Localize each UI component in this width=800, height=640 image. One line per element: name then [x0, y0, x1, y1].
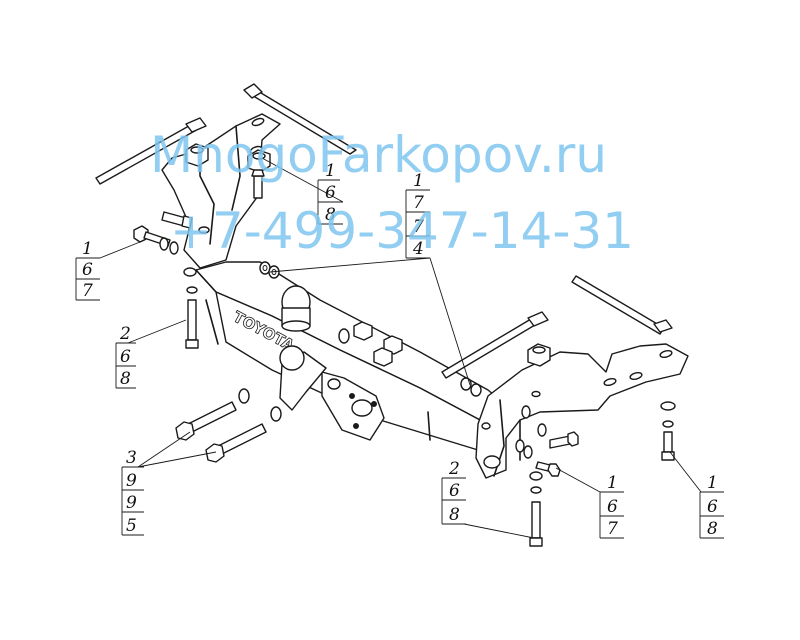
bracket-bolt: [161, 211, 193, 229]
callout-c1: 1 6 7: [75, 239, 100, 301]
bolt-m12: [535, 461, 561, 477]
callout-number: 6: [707, 497, 718, 517]
washer: [530, 486, 542, 494]
washer: [662, 420, 674, 428]
washer: [515, 439, 525, 453]
washer: [521, 405, 531, 419]
long-bolt: [175, 401, 237, 441]
callout-number: 6: [607, 497, 618, 517]
left-mounting-strap-front: [95, 117, 207, 185]
vertical-bolt: [185, 299, 199, 349]
nut: [373, 347, 393, 367]
right-mounting-strap-front: [441, 311, 549, 379]
callout-number: 1: [413, 171, 424, 191]
tow-ball: [279, 285, 311, 371]
watermark-phone: +7-499-347-14-31: [170, 202, 634, 260]
washer: [338, 328, 350, 344]
callout-c6: 2 6 8: [441, 459, 466, 525]
callout-number: 9: [126, 493, 137, 513]
washer: [169, 241, 179, 255]
callout-number: 2: [448, 459, 460, 479]
tow-ball-mount-plate: [321, 371, 385, 441]
right-mounting-strap-rear: [571, 275, 673, 335]
callout-number: 2: [119, 324, 131, 344]
callout-c8: 1 6 8: [699, 473, 724, 539]
right-side-bracket: [475, 343, 689, 479]
washer: [660, 401, 676, 411]
bracket-bolt: [251, 169, 265, 199]
nut: [353, 321, 373, 341]
callout-number: 8: [325, 205, 336, 225]
vertical-bolt: [529, 501, 543, 547]
callout-number: 6: [449, 481, 460, 501]
callout-number: 7: [413, 217, 424, 237]
callout-number: 5: [126, 516, 137, 536]
callout-number: 8: [449, 505, 460, 525]
bracket-nut: [247, 149, 271, 173]
washer: [270, 406, 282, 422]
callout-number: 8: [120, 369, 131, 389]
callout-c7: 1 6 7: [599, 473, 624, 539]
left-mounting-strap-rear: [243, 83, 357, 155]
washer: [537, 423, 547, 437]
callout-number: 7: [607, 519, 618, 539]
washer: [529, 471, 543, 481]
callout-number: 7: [413, 193, 424, 213]
callout-number: 4: [412, 239, 424, 259]
washer: [186, 286, 198, 294]
washer: [470, 383, 482, 397]
watermark-site: MnogoFarkopov.ru: [150, 126, 607, 184]
callout-number: 6: [82, 260, 93, 280]
callout-number: 3: [126, 448, 137, 468]
callout-number: 6: [120, 347, 131, 367]
leader-lines: [99, 157, 702, 539]
bolt-m12: [549, 431, 579, 449]
bracket-nut: [185, 143, 209, 167]
callout-c2: 1 6 8: [317, 161, 343, 225]
bracket-nut: [527, 343, 551, 367]
callout-c4: 2 6 8: [115, 324, 136, 389]
callout-number: 1: [707, 473, 718, 493]
callout-c3: 1 7 7 4: [405, 171, 430, 259]
short-bolt: [661, 431, 675, 461]
callout-number: 1: [325, 161, 336, 181]
callout-c5: 3 9 9 5: [121, 448, 144, 536]
callout-number: 6: [325, 183, 336, 203]
callout-number: 7: [82, 281, 93, 301]
washer: [238, 388, 250, 404]
long-bolt: [205, 423, 267, 463]
callout-number: 1: [607, 473, 618, 493]
callout-number: 9: [126, 471, 137, 491]
washer: [259, 261, 271, 275]
washer: [183, 267, 197, 277]
washer: [159, 237, 169, 251]
callout-number: 1: [82, 239, 93, 259]
washer: [523, 445, 533, 459]
callout-number: 8: [707, 519, 718, 539]
